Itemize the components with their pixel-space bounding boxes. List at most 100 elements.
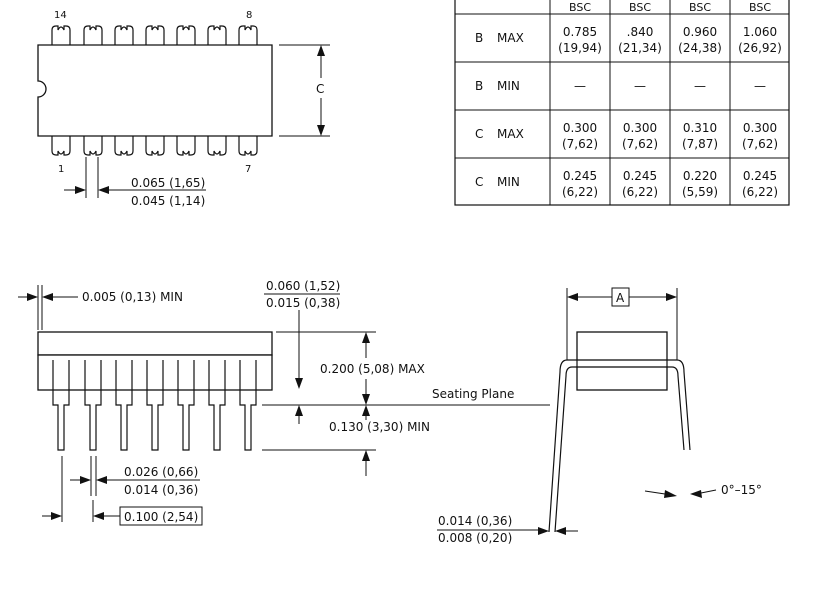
table-cell-mm: (26,92)	[738, 41, 782, 55]
table-cell-mm: (21,34)	[618, 41, 662, 55]
top-lead-width-dimension: 0.065 (1,65) 0.045 (1,14)	[64, 157, 206, 208]
table-cell-mm: (7,87)	[682, 137, 718, 151]
lead-thickness-max: 0.014 (0,36)	[438, 514, 512, 528]
top-lower-pin	[145, 136, 165, 156]
table-row-dim: C	[475, 175, 483, 189]
table-cell-value: —	[574, 79, 586, 93]
side-view-body-upper	[37, 331, 273, 356]
lead-thickness-dimension: 0.014 (0,36) 0.008 (0,20)	[437, 514, 578, 545]
seating-plane-label: Seating Plane	[432, 387, 514, 401]
top-lower-pin	[207, 136, 227, 156]
top-lower-pin	[238, 136, 258, 156]
top-lead-width-max: 0.065 (1,65)	[131, 176, 205, 190]
side-view-leads	[52, 360, 257, 451]
datum-a-dimension: A	[566, 287, 678, 360]
pin-8-label: 8	[246, 10, 252, 21]
lead-thickness-min: 0.008 (0,20)	[438, 531, 512, 545]
table-header-cell: BSC	[569, 1, 591, 14]
table-header-cell: BSC	[629, 1, 651, 14]
standoff-label: 0.005 (0,13) MIN	[82, 290, 183, 304]
dimension-c-label: C	[316, 82, 324, 96]
top-view-upper-pins	[51, 25, 258, 45]
table-cell-mm: (19,94)	[558, 41, 602, 55]
side-lead	[52, 360, 70, 451]
end-view-left-lead	[548, 359, 577, 533]
pin-7-label: 7	[245, 164, 251, 175]
top-view-lower-pins	[51, 136, 258, 156]
end-view-right-lead-inner	[667, 366, 685, 451]
top-upper-pin	[238, 25, 258, 45]
top-view: 14 8 1 7 C 0.065 (1,65) 0.045 (1,14)	[37, 10, 330, 208]
table-cell-mm: (7,62)	[622, 137, 658, 151]
table-cell-inch: 0.300	[743, 121, 777, 135]
table-cells: BSC BSC BSC BSC B MAX 0.785 (19,94) .840 (21,34) 0…	[475, 1, 782, 199]
side-lead	[208, 360, 226, 451]
end-view: A 0°–15° 0.014 (0,36) 0.008 (0,20)	[437, 287, 762, 545]
end-view-body-upper	[576, 331, 668, 361]
top-lower-pin	[51, 136, 71, 156]
table-cell-inch: 0.785	[563, 25, 597, 39]
shoulder-max: 0.060 (1,52)	[266, 279, 340, 293]
top-lower-pin	[176, 136, 196, 156]
end-view-left-lead-inner	[554, 366, 577, 533]
dimension-table: BSC BSC BSC BSC B MAX 0.785 (19,94) .840 (21,34) 0…	[454, 0, 790, 206]
table-cell-value: —	[754, 79, 766, 93]
standoff-dimension: 0.005 (0,13) MIN	[18, 285, 183, 330]
pin-1-label: 1	[58, 164, 64, 175]
table-header-cell: BSC	[749, 1, 771, 14]
table-cell-inch: 0.310	[683, 121, 717, 135]
side-view: 0.005 (0,13) MIN 0.060 (1,52) 0.015 (0,3…	[18, 279, 550, 526]
side-lead	[146, 360, 164, 451]
table-cell-value: —	[694, 79, 706, 93]
height-dimension: 0.200 (5,08) MAX	[276, 331, 425, 405]
end-view-body-lower	[576, 366, 668, 391]
table-cell-mm: (7,62)	[562, 137, 598, 151]
top-upper-pin	[114, 25, 134, 45]
table-cell-inch: 1.060	[743, 25, 777, 39]
table-row-dim: B	[475, 31, 483, 45]
seating-plane: Seating Plane	[262, 387, 550, 406]
table-header-cell: BSC	[689, 1, 711, 14]
table-cell-mm: (6,22)	[562, 185, 598, 199]
table-cell-inch: 0.300	[563, 121, 597, 135]
lead-length-label: 0.130 (3,30) MIN	[329, 420, 430, 434]
top-upper-pin	[83, 25, 103, 45]
side-lead-width-dimension: 0.026 (0,66) 0.014 (0,36)	[70, 456, 200, 497]
side-lead	[177, 360, 195, 451]
lead-length-dimension: 0.130 (3,30) MIN	[262, 405, 430, 476]
top-upper-pin	[207, 25, 227, 45]
table-row-dim: C	[475, 127, 483, 141]
table-cell-mm: (6,22)	[622, 185, 658, 199]
table-row-kind: MAX	[497, 31, 524, 45]
table-row-kind: MIN	[497, 79, 520, 93]
end-view-right-lead	[667, 359, 691, 451]
pin-14-label: 14	[54, 10, 67, 21]
side-lead	[84, 360, 102, 451]
datum-a-label: A	[616, 291, 625, 305]
side-lead	[239, 360, 257, 451]
table-cell-inch: 0.245	[743, 169, 777, 183]
table-cell-mm: (7,62)	[742, 137, 778, 151]
table-cell-mm: (24,38)	[678, 41, 722, 55]
side-lead	[115, 360, 133, 451]
top-view-package-body	[37, 44, 273, 137]
table-cell-inch: 0.220	[683, 169, 717, 183]
pitch-label: 0.100 (2,54)	[124, 510, 198, 524]
angle-label: 0°–15°	[721, 483, 762, 497]
side-lead-width-max: 0.026 (0,66)	[124, 465, 198, 479]
dimension-c: C	[279, 44, 330, 137]
top-lower-pin	[114, 136, 134, 156]
table-cell-inch: 0.245	[563, 169, 597, 183]
table-row-kind: MIN	[497, 175, 520, 189]
table-row-kind: MAX	[497, 127, 524, 141]
table-cell-inch: 0.960	[683, 25, 717, 39]
shoulder-dimension: 0.060 (1,52) 0.015 (0,38)	[264, 279, 340, 424]
top-upper-pin	[176, 25, 196, 45]
top-lower-pin	[83, 136, 103, 156]
table-cell-inch: .840	[627, 25, 654, 39]
top-upper-pin	[145, 25, 165, 45]
pitch-dimension: 0.100 (2,54)	[42, 456, 203, 526]
angle-dimension: 0°–15°	[644, 483, 762, 498]
side-view-body-lower	[37, 354, 273, 391]
